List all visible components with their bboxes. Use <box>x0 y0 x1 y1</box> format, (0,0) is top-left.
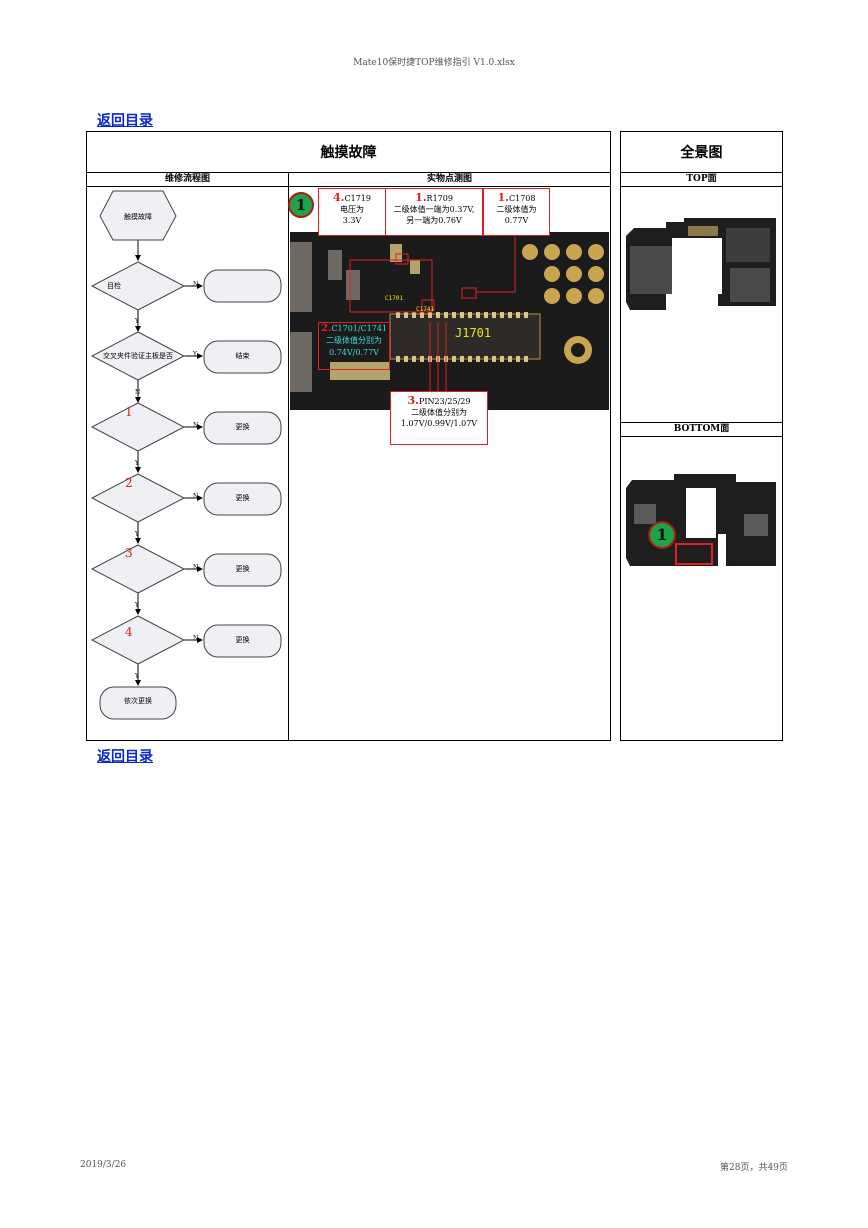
back-to-toc-link-top[interactable]: 返回目录 <box>97 113 153 129</box>
flow-yes-tag-2: Y <box>135 460 139 467</box>
flow-yes-tag-4: Y <box>135 602 139 609</box>
callout-c1719-number: 4. <box>333 191 345 204</box>
callout-c1708-line2: 二级体值为 <box>496 205 537 214</box>
location-marker-bottom: 1 <box>648 521 676 549</box>
top-board-image <box>626 218 776 310</box>
flow-replace-label-1: 更换 <box>235 423 250 431</box>
flow-yes-tag-3: Y <box>135 531 139 538</box>
flow-end-box <box>203 340 282 374</box>
callout-2-part: C1701/C1741 <box>331 324 388 333</box>
top-header-cell: TOP面 <box>620 172 783 187</box>
flow-decision-visual <box>90 261 186 311</box>
flow-no-tag-5: N <box>193 564 199 571</box>
callout-pins-number: 3. <box>407 394 419 407</box>
flow-step-4-number: 4 <box>125 625 133 639</box>
callout-2-line2: 二级体值分别为 <box>326 336 382 345</box>
flow-header: 维修流程图 <box>164 174 210 184</box>
flow-visual-result <box>203 269 282 303</box>
flow-no-tag-3: N <box>193 422 199 429</box>
flow-no-tag-4: N <box>193 493 199 500</box>
callout-c1708-part: C1708 <box>509 194 536 203</box>
callout-c1708: 1.C1708 二级体值为 0.77V <box>483 188 550 236</box>
section-title-cell: 触摸故障 <box>86 131 611 173</box>
flow-no-tag-6: N <box>193 635 199 642</box>
callout-r1709-number: 1. <box>415 191 427 204</box>
footer-date: 2019/3/26 <box>80 1160 127 1170</box>
pcb-label-c1701: C1701 <box>385 295 404 302</box>
flow-replace-label-4: 更换 <box>235 636 250 644</box>
callout-pins-part: PIN23/25/29 <box>419 397 471 406</box>
flow-replace-box-2 <box>203 482 282 516</box>
callout-c1719-line3: 3.3V <box>342 216 362 225</box>
flow-yes-tag-5: Y <box>135 673 139 680</box>
flow-replace-label-3: 更换 <box>235 565 250 573</box>
bottom-board-image <box>626 474 776 566</box>
flow-replace-box-1 <box>203 411 282 445</box>
callout-r1709: 1.R1709 二级体值一端为0.37V, 另一端为0.76V <box>385 188 483 236</box>
pcb-photo <box>290 232 609 410</box>
flow-end-label: 结束 <box>235 352 250 360</box>
callout-c1708-line3: 0.77V <box>504 216 529 225</box>
flow-decision-cross-label: 交叉夹件验证主板是否 <box>103 352 173 360</box>
flow-decision-2 <box>90 473 186 523</box>
callout-pins-line3: 1.07V/0.99V/1.07V <box>400 419 478 428</box>
top-header: TOP面 <box>686 174 717 184</box>
callout-c1719-line2: 电压为 <box>340 205 364 214</box>
flow-decision-cross <box>90 331 186 381</box>
section-title: 触摸故障 <box>320 145 377 161</box>
callout-pins-line2: 二级体值分别为 <box>411 408 467 417</box>
photo-header-cell: 实物点测图 <box>288 172 611 187</box>
repair-flowchart <box>90 190 282 720</box>
flow-decision-4 <box>90 615 186 665</box>
photo-cell <box>288 186 611 741</box>
flow-start-label: 触摸故障 <box>124 213 152 221</box>
flow-start-node <box>99 190 177 241</box>
bottom-header-cell: BOTTOM面 <box>620 422 783 437</box>
flow-decision-visual-label: 目检 <box>107 282 121 290</box>
flow-yes-tag-1: Y <box>135 318 139 325</box>
flow-decision-1 <box>90 402 186 452</box>
bottom-header: BOTTOM面 <box>673 424 730 434</box>
callout-2: 2.C1701/C1741 二级体值分别为 0.74V/0.77V <box>318 322 390 370</box>
flow-step-3-number: 3 <box>125 546 133 560</box>
bottom-image-cell <box>620 436 783 741</box>
flow-final-box <box>99 686 177 720</box>
flow-step-2-number: 2 <box>125 476 133 490</box>
pcb-label-c1741: C1741 <box>416 306 435 313</box>
pcb-connector-label: J1701 <box>455 326 492 340</box>
flow-step-1-number: 1 <box>125 405 133 419</box>
callout-pins: 3.PIN23/25/29 二级体值分别为 1.07V/0.99V/1.07V <box>390 391 488 445</box>
callout-c1708-number: 1. <box>497 191 509 204</box>
flow-header-cell: 维修流程图 <box>86 172 289 187</box>
callout-c1719-part: C1719 <box>344 194 371 203</box>
flow-no-tag-2: N <box>193 281 199 288</box>
callout-2-number: 2. <box>320 323 332 334</box>
flow-replace-box-4 <box>203 624 282 658</box>
flow-yes-tag-6: Y <box>193 351 197 358</box>
callout-r1709-part: R1709 <box>426 194 453 203</box>
footer-page-number: 第28页，共49页 <box>720 1163 788 1173</box>
flow-no-tag-1: N <box>135 389 141 396</box>
panorama-title: 全景图 <box>680 145 723 161</box>
flow-decision-3 <box>90 544 186 594</box>
flow-final-label: 依次更换 <box>124 697 152 705</box>
panorama-title-cell: 全景图 <box>620 131 783 173</box>
back-to-toc-link-bottom[interactable]: 返回目录 <box>97 749 153 765</box>
flow-replace-label-2: 更换 <box>235 494 250 502</box>
location-marker-photo: 1 <box>288 192 314 218</box>
callout-r1709-line3: 另一端为0.76V <box>406 216 462 225</box>
flow-replace-box-3 <box>203 553 282 587</box>
document-title: Mate10保时捷TOP维修指引 V1.0.xlsx <box>353 58 515 68</box>
callout-c1719: 4.C1719 电压为 3.3V <box>318 188 386 236</box>
callout-2-line3: 0.74V/0.77V <box>329 348 379 357</box>
photo-header: 实物点测图 <box>426 174 472 184</box>
callout-r1709-line2: 二级体值一端为0.37V, <box>393 205 475 214</box>
